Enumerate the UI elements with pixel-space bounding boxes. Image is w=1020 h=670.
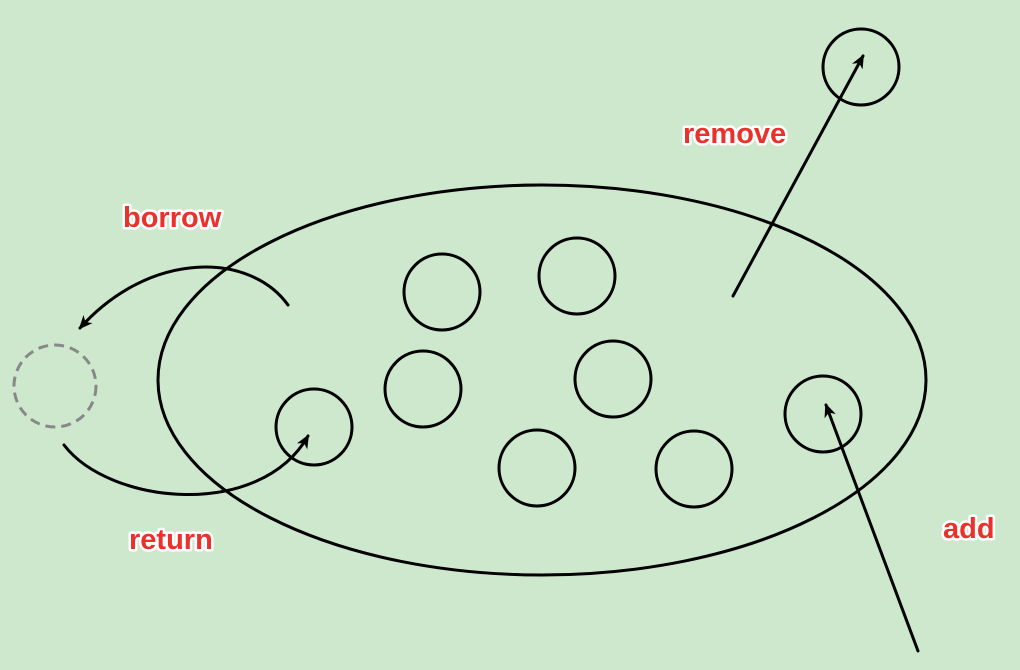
pool-object: [274, 387, 354, 467]
remove-arrow: [731, 54, 865, 298]
pool-object: [654, 429, 734, 509]
added-object: [783, 374, 863, 454]
pool-ellipse: [156, 183, 928, 577]
pool-object: [402, 252, 482, 332]
pool-object: [383, 349, 463, 429]
add-arrow: [824, 403, 920, 653]
pooled-objects: [274, 236, 863, 509]
remove-label: remove: [683, 118, 786, 150]
return-arrow: [62, 434, 310, 496]
pool-object: [497, 428, 577, 508]
borrow-label: borrow: [123, 202, 222, 234]
pool-object: [573, 339, 653, 419]
borrow-arrow: [78, 265, 290, 330]
add-label: add: [943, 513, 995, 545]
borrowed-object: [12, 343, 98, 429]
pool-object: [537, 236, 617, 316]
removed-object: [821, 27, 901, 107]
return-label: return: [129, 524, 213, 556]
